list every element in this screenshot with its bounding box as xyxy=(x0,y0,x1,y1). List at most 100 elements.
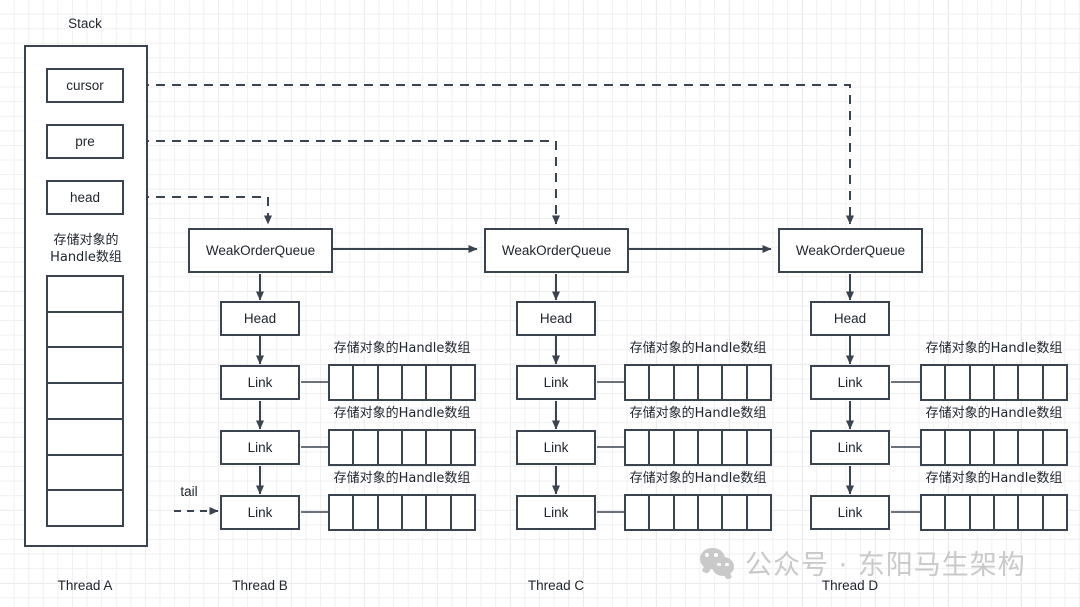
handle-cell[interactable] xyxy=(748,431,770,464)
handle-cell[interactable] xyxy=(403,496,428,529)
handle-cell[interactable] xyxy=(626,366,651,399)
handle-cell[interactable] xyxy=(452,366,474,399)
head-node-3[interactable]: Head xyxy=(810,301,890,336)
handle-cell[interactable] xyxy=(946,366,971,399)
handle-cell[interactable] xyxy=(946,431,971,464)
handle-cell[interactable] xyxy=(354,366,379,399)
stack-handle-cell[interactable] xyxy=(48,277,122,313)
handle-cell[interactable] xyxy=(946,496,971,529)
handle-cell[interactable] xyxy=(403,431,428,464)
handle-array-d1[interactable] xyxy=(920,364,1068,401)
stack-title-label: Stack xyxy=(68,16,102,31)
weak-order-queue-1[interactable]: WeakOrderQueue xyxy=(188,228,333,273)
handle-cell[interactable] xyxy=(699,366,724,399)
handle-cell[interactable] xyxy=(699,496,724,529)
handle-cell[interactable] xyxy=(650,366,675,399)
wechat-watermark: 公众号 · 东阳马生架构 xyxy=(700,543,1026,582)
handle-cell[interactable] xyxy=(995,496,1020,529)
handle-cell[interactable] xyxy=(723,496,748,529)
stack-handle-cell[interactable] xyxy=(48,313,122,349)
handle-cell[interactable] xyxy=(1019,496,1044,529)
handle-cell[interactable] xyxy=(354,431,379,464)
handle-array-b1[interactable] xyxy=(328,364,476,401)
handle-cell[interactable] xyxy=(922,366,947,399)
head-node-1[interactable]: Head xyxy=(220,301,300,336)
stack-field-pre[interactable]: pre xyxy=(46,124,124,159)
handle-cell[interactable] xyxy=(1044,366,1066,399)
handle-cell[interactable] xyxy=(427,496,452,529)
handle-cell[interactable] xyxy=(452,431,474,464)
handle-cell[interactable] xyxy=(330,366,355,399)
handle-cell[interactable] xyxy=(626,431,651,464)
handle-cell[interactable] xyxy=(427,431,452,464)
stack-field-head[interactable]: head xyxy=(46,180,124,215)
handle-cell[interactable] xyxy=(971,431,995,464)
link-node-c3[interactable]: Link xyxy=(516,495,596,530)
handle-cell[interactable] xyxy=(995,431,1020,464)
link-node-d3[interactable]: Link xyxy=(810,495,890,530)
handle-cell[interactable] xyxy=(699,431,724,464)
handle-cell[interactable] xyxy=(354,496,379,529)
handle-cell[interactable] xyxy=(330,431,355,464)
link-node-c1[interactable]: Link xyxy=(516,365,596,400)
handle-array-d2[interactable] xyxy=(920,429,1068,466)
link-node-b3[interactable]: Link xyxy=(220,495,300,530)
handle-array-c3[interactable] xyxy=(624,494,772,531)
handle-array-b3[interactable] xyxy=(328,494,476,531)
link-node-c2[interactable]: Link xyxy=(516,430,596,465)
handle-cell[interactable] xyxy=(971,366,995,399)
handle-cell[interactable] xyxy=(995,366,1020,399)
weak-order-queue-3[interactable]: WeakOrderQueue xyxy=(778,228,923,273)
handle-cell[interactable] xyxy=(1044,496,1066,529)
handle-cell[interactable] xyxy=(427,366,452,399)
handle-cell[interactable] xyxy=(626,496,651,529)
stack-handle-cell[interactable] xyxy=(48,384,122,420)
link-node-b1[interactable]: Link xyxy=(220,365,300,400)
handle-cell[interactable] xyxy=(330,496,355,529)
handle-cell[interactable] xyxy=(379,431,403,464)
stack-handle-cell[interactable] xyxy=(48,348,122,385)
handle-cell[interactable] xyxy=(675,431,699,464)
handle-cell[interactable] xyxy=(379,496,403,529)
stack-handle-cell[interactable] xyxy=(48,420,122,456)
handle-array-d3[interactable] xyxy=(920,494,1068,531)
handle-cell[interactable] xyxy=(748,366,770,399)
head-node-2[interactable]: Head xyxy=(516,301,596,336)
handle-cell[interactable] xyxy=(723,366,748,399)
handle-cell[interactable] xyxy=(748,496,770,529)
handle-cell[interactable] xyxy=(1044,431,1066,464)
stack-handle-cell[interactable] xyxy=(48,456,122,492)
handle-cell[interactable] xyxy=(675,366,699,399)
handle-cell[interactable] xyxy=(922,496,947,529)
stack-handle-array[interactable] xyxy=(46,275,124,527)
handle-cell[interactable] xyxy=(650,496,675,529)
handle-cell[interactable] xyxy=(922,431,947,464)
handle-cell[interactable] xyxy=(452,496,474,529)
link-node-b2[interactable]: Link xyxy=(220,430,300,465)
edge-cursor-to-queue-3 xyxy=(124,84,854,225)
handle-cell[interactable] xyxy=(675,496,699,529)
handle-cell[interactable] xyxy=(1019,366,1044,399)
handle-cell[interactable] xyxy=(971,496,995,529)
weak-order-queue-2[interactable]: WeakOrderQueue xyxy=(484,228,629,273)
stack-array-caption: 存储对象的 Handle数组 xyxy=(36,233,136,267)
handle-array-c1[interactable] xyxy=(624,364,772,401)
handle-cell[interactable] xyxy=(723,431,748,464)
handle-array-c2[interactable] xyxy=(624,429,772,466)
watermark-text: 公众号 · 东阳马生架构 xyxy=(745,550,1026,581)
handle-array-caption-c1: 存储对象的Handle数组 xyxy=(629,341,767,356)
handle-cell[interactable] xyxy=(403,366,428,399)
handle-array-b2[interactable] xyxy=(328,429,476,466)
handle-cell[interactable] xyxy=(1019,431,1044,464)
link-node-d1[interactable]: Link xyxy=(810,365,890,400)
tail-label: tail xyxy=(180,484,198,499)
stack-handle-cell[interactable] xyxy=(48,491,122,525)
wechat-icon xyxy=(700,547,736,578)
handle-cell[interactable] xyxy=(650,431,675,464)
thread-label-b: Thread B xyxy=(232,578,288,593)
handle-array-caption-d2: 存储对象的Handle数组 xyxy=(925,406,1063,421)
handle-cell[interactable] xyxy=(379,366,403,399)
stack-field-cursor[interactable]: cursor xyxy=(46,68,124,103)
link-node-d2[interactable]: Link xyxy=(810,430,890,465)
